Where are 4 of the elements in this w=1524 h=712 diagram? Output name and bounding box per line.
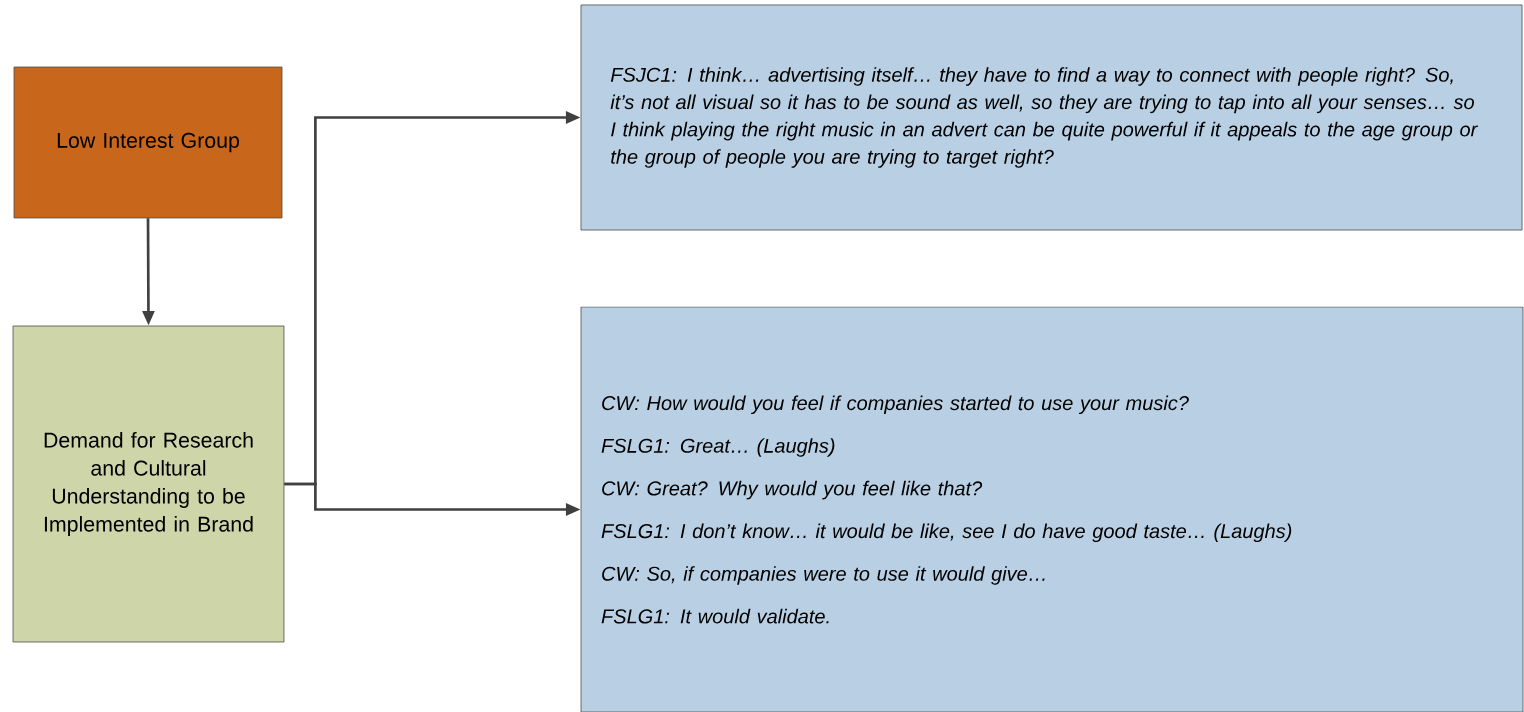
dialog-box: CW: How would you feel if companies started to use your music? FSLG1: Great… (Laughs) CW: Great? Why would you feel like that? FSLG1: I don’t know… it would be like, see I do have good taste… (Laughs) CW: So, if companies were to use it would give… FSLG1: It would validate.: [580, 306, 1524, 712]
quote-box: FSJC1: I think… advertising itself… they have to find a way to connect with people right? So, it’s not all visual so it has to be sound as well, so they are trying to tap into all your senses… so I think playing the right music in an advert can be quite powerful if it appeals to the age group or the group of people you are trying to target right?: [580, 4, 1523, 231]
process-box: Demand for Research and Cultural Understanding to be Implemented in Brand: [12, 325, 285, 643]
process-box: Low Interest Group: [13, 66, 283, 219]
